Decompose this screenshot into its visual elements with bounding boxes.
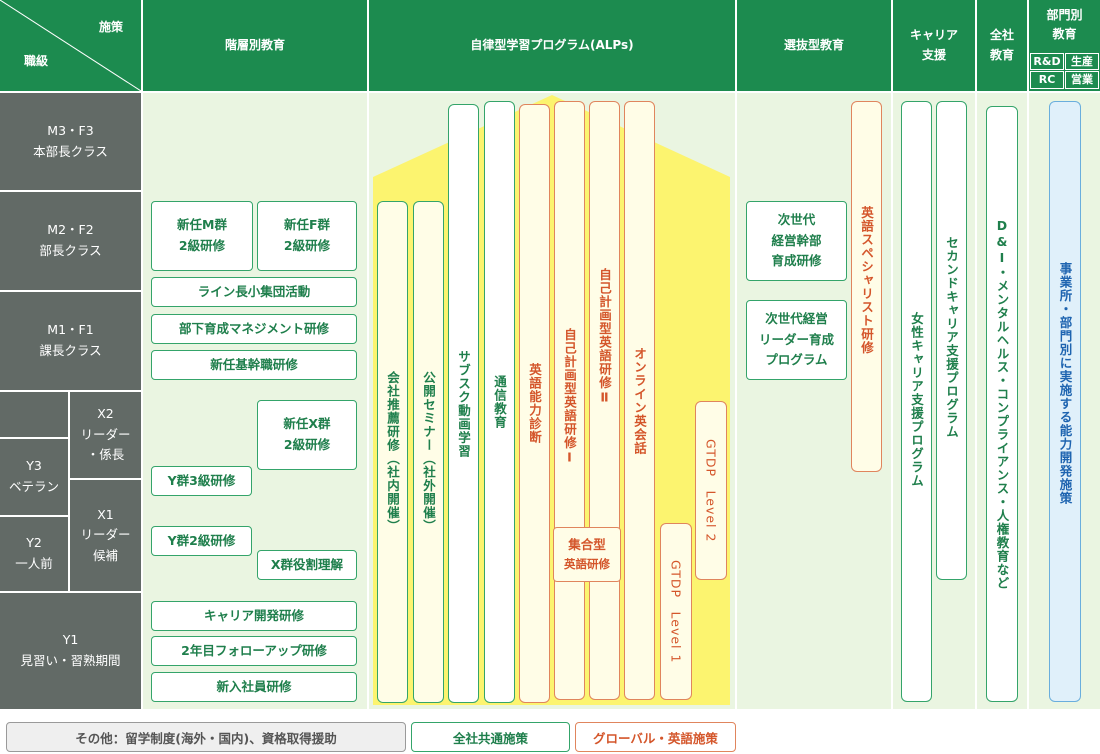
shugou-box: 集合型英語研修	[553, 527, 621, 582]
header-corner: 施策 職級	[0, 0, 141, 91]
line-chou-box: ライン長小集団活動	[151, 277, 357, 307]
header-career: キャリア支援	[893, 0, 975, 91]
jiko-2-box: 自己計画型英語研修Ⅱ	[589, 101, 620, 700]
subsc-box: サブスク動画学習	[448, 104, 479, 703]
gtdp-2-box: GTDP Level 2	[695, 401, 727, 580]
kaisha-suisen-box: 会社推薦研修（社内開催）	[377, 201, 408, 703]
row-x-left-top	[0, 392, 68, 437]
header-kaisou: 階層別教育	[143, 0, 367, 91]
jiko-1-box: 自己計画型英語研修Ⅰ	[554, 101, 585, 700]
eigo-specialist-box: 英語スペシャリスト研修	[851, 101, 882, 472]
x-yakuwari-box: X群役割理解	[257, 550, 357, 580]
josei-career-box: 女性キャリア支援プログラム	[901, 101, 932, 702]
legend-sonota: その他：留学制度(海外・国内)、資格取得援助	[6, 722, 406, 752]
tsushin-box: 通信教育	[484, 101, 515, 703]
shinnin-kikan-box: 新任基幹職研修	[151, 350, 357, 380]
y3-kenshu-box: Y群3級研修	[151, 466, 252, 496]
sub-rc: RC	[1030, 71, 1064, 89]
gtdp-1-box: GTDP Level 1	[660, 523, 692, 700]
sub-seisan: 生産	[1065, 53, 1099, 70]
shokkyu-label: 職級	[24, 54, 49, 68]
jigyousho-box: 事業所・部門別に実施する能力開発施策	[1049, 101, 1081, 702]
career-kaihatsu-box: キャリア開発研修	[151, 601, 357, 631]
second-career-box: セカンドキャリア支援プログラム	[936, 101, 967, 580]
y2-kenshu-box: Y群2級研修	[151, 526, 252, 556]
koukai-seminar-box: 公開セミナー（社外開催）	[413, 201, 444, 703]
sub-eigyo: 営業	[1065, 71, 1099, 89]
header-bumon: 部門別教育 R&D 生産 RC 営業	[1029, 0, 1100, 91]
shinnyu-box: 新入社員研修	[151, 672, 357, 702]
sub-rd: R&D	[1030, 53, 1064, 70]
legend-global: グローバル・英語施策	[575, 722, 736, 752]
shisaku-label: 施策	[98, 20, 123, 34]
header-zensha: 全社教育	[977, 0, 1027, 91]
eigo-shindan-box: 英語能力診断	[519, 104, 550, 703]
jisedai-box: 次世代経営幹部育成研修	[746, 201, 847, 281]
buka-ikusei-box: 部下育成マネジメント研修	[151, 314, 357, 344]
header-senbatsu: 選抜型教育	[737, 0, 891, 91]
di-box: D&I・メンタルヘルス・コンプライアンス・人権教育など	[986, 106, 1018, 702]
diagonal-line	[0, 0, 141, 91]
header-alps: 自律型学習プログラム(ALPs)	[369, 0, 735, 91]
online-box: オンライン英会話	[624, 101, 655, 700]
jisedai-prog-box: 次世代経営リーダー育成プログラム	[746, 300, 847, 380]
followup-box: 2年目フォローアップ研修	[151, 636, 357, 666]
legend-zensha-kyotsu: 全社共通施策	[411, 722, 570, 752]
